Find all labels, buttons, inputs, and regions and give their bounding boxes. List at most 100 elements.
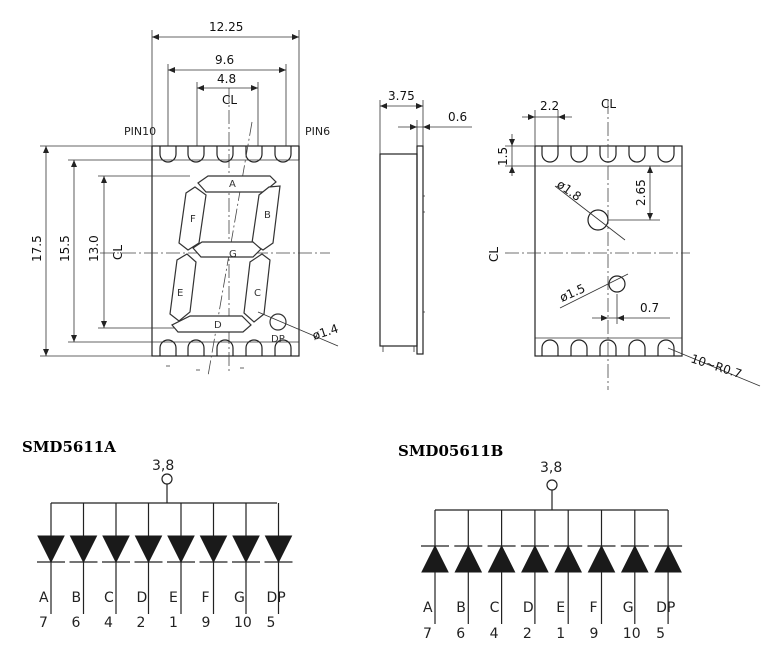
- segment-a: [197, 175, 277, 193]
- dim-12-25: 12.25: [209, 20, 243, 34]
- dim-hole-lower: ø1.5: [558, 281, 588, 305]
- segment-pin-number: 1: [556, 626, 565, 642]
- diode-triangle: [421, 544, 449, 573]
- segment-pin-label: G: [234, 590, 245, 606]
- schematic-a-common-terminal: [161, 473, 173, 485]
- schematic-1-channel: C4: [487, 510, 516, 642]
- segment-label-c: C: [254, 288, 261, 299]
- bottom-centerline-mark: CL: [601, 97, 616, 111]
- segment-c: [243, 253, 271, 323]
- radius-leader: [667, 347, 761, 387]
- segment-pin-label: F: [202, 590, 210, 606]
- schematic-1-channel: G10: [620, 510, 649, 642]
- schematic-a-common-pin: 3,8: [152, 458, 174, 474]
- segment-label-f: F: [190, 214, 196, 225]
- front-view: PIN10 PIN6 CL CL 12.25 9.6 4.8: [30, 20, 340, 377]
- front-centerline-mark-left: CL: [111, 245, 125, 260]
- front-bottom-pads: [152, 339, 299, 356]
- segment-pin-label: DP: [656, 600, 675, 616]
- segment-pin-number: 6: [456, 626, 465, 642]
- side-view: 3.75 0.6: [379, 89, 472, 355]
- dim-0-6: 0.6: [448, 110, 467, 124]
- segment-label-b: B: [264, 210, 271, 221]
- schematic-0-channel: C4: [102, 503, 130, 631]
- hole-upper-leader: [554, 185, 626, 241]
- segment-pin-number: 10: [623, 626, 641, 642]
- segment-pin-number: 4: [104, 615, 113, 631]
- segment-label-a: A: [229, 179, 236, 190]
- segment-pin-label: A: [39, 590, 49, 606]
- segment-pin-label: E: [556, 600, 565, 616]
- schematic-1-channel: A7: [421, 510, 449, 642]
- diode-triangle: [69, 535, 98, 564]
- diode-triangle: [487, 544, 516, 573]
- segment-pin-label: A: [423, 600, 433, 616]
- bottom-centerline-mark-left: CL: [487, 247, 501, 262]
- segment-pin-number: 6: [72, 615, 81, 631]
- segment-pin-label: B: [72, 590, 82, 606]
- schematic-0-channel: B6: [69, 503, 98, 631]
- bottom-view: CL CL 2.2 1.5 ø1.8 2.65 ø1.5 0.7: [487, 97, 761, 390]
- segment-pin-number: 10: [234, 615, 252, 631]
- segment-pin-number: 1: [169, 615, 178, 631]
- pin10-label: PIN10: [124, 125, 156, 138]
- segment-f: [178, 186, 207, 251]
- diode-triangle: [654, 544, 682, 573]
- segment-g: [192, 241, 262, 258]
- side-body: [379, 153, 418, 347]
- bottom-body-outline: [534, 145, 683, 357]
- segment-label-e: E: [177, 288, 183, 299]
- side-lead: [416, 145, 424, 355]
- diode-triangle: [521, 544, 549, 573]
- dim-15-5: 15.5: [58, 235, 72, 262]
- diode-triangle: [199, 535, 228, 564]
- schematic-a-title: SMD5611A: [22, 438, 116, 456]
- segment-pin-number: 5: [656, 626, 665, 642]
- segment-pin-number: 2: [137, 615, 146, 631]
- diode-triangle: [134, 535, 163, 564]
- schematic-0-channel: G 10: [232, 503, 260, 631]
- front-top-pads: [151, 146, 300, 163]
- dim-2-2: 2.2: [540, 99, 559, 113]
- segment-pin-number: 2: [523, 626, 532, 642]
- seven-segment-digit: A B C D E F G DP: [169, 175, 287, 345]
- schematic-b-common-pin: 3,8: [540, 460, 562, 476]
- schematic-0-channel: A7: [37, 503, 65, 631]
- schematic-1-channel: F9: [587, 510, 616, 642]
- segment-pin-label: C: [490, 600, 500, 616]
- segment-pin-number: 9: [590, 626, 599, 642]
- diode-triangle: [102, 535, 130, 564]
- height-dimensions: 17.5 15.5 13.0: [30, 145, 190, 357]
- segment-pin-label: C: [104, 590, 114, 606]
- diode-triangle: [587, 544, 616, 573]
- segment-pin-number: 9: [202, 615, 211, 631]
- hole-lower-leader: [559, 273, 629, 309]
- segment-pin-label: B: [456, 600, 466, 616]
- hole-upper: [587, 209, 609, 231]
- diode-triangle: [232, 535, 260, 564]
- hole-lower: [608, 275, 626, 293]
- front-body-outline: [151, 145, 300, 357]
- dim-0-7: 0.7: [640, 301, 659, 315]
- schematic-0-channel: DP5: [264, 503, 293, 631]
- segment-pin-label: F: [590, 600, 598, 616]
- segment-pin-label: E: [169, 590, 178, 606]
- dim-1-5: 1.5: [496, 147, 510, 166]
- schematic-1-channel: B6: [454, 510, 483, 642]
- diode-triangle: [264, 535, 293, 564]
- diode-triangle: [167, 535, 195, 564]
- segment-pin-label: D: [137, 590, 148, 606]
- diode-triangle: [620, 544, 649, 573]
- schematic-b-common-terminal: [546, 479, 558, 491]
- segment-pin-number: 4: [490, 626, 499, 642]
- bottom-bottom-pads: [535, 337, 682, 356]
- dim-4-8: 4.8: [217, 72, 236, 86]
- dim-13-0: 13.0: [87, 235, 101, 262]
- dim-2-65: 2.65: [634, 179, 648, 206]
- schematic-1-channel: E1: [554, 510, 583, 642]
- dim-9-6: 9.6: [215, 53, 234, 67]
